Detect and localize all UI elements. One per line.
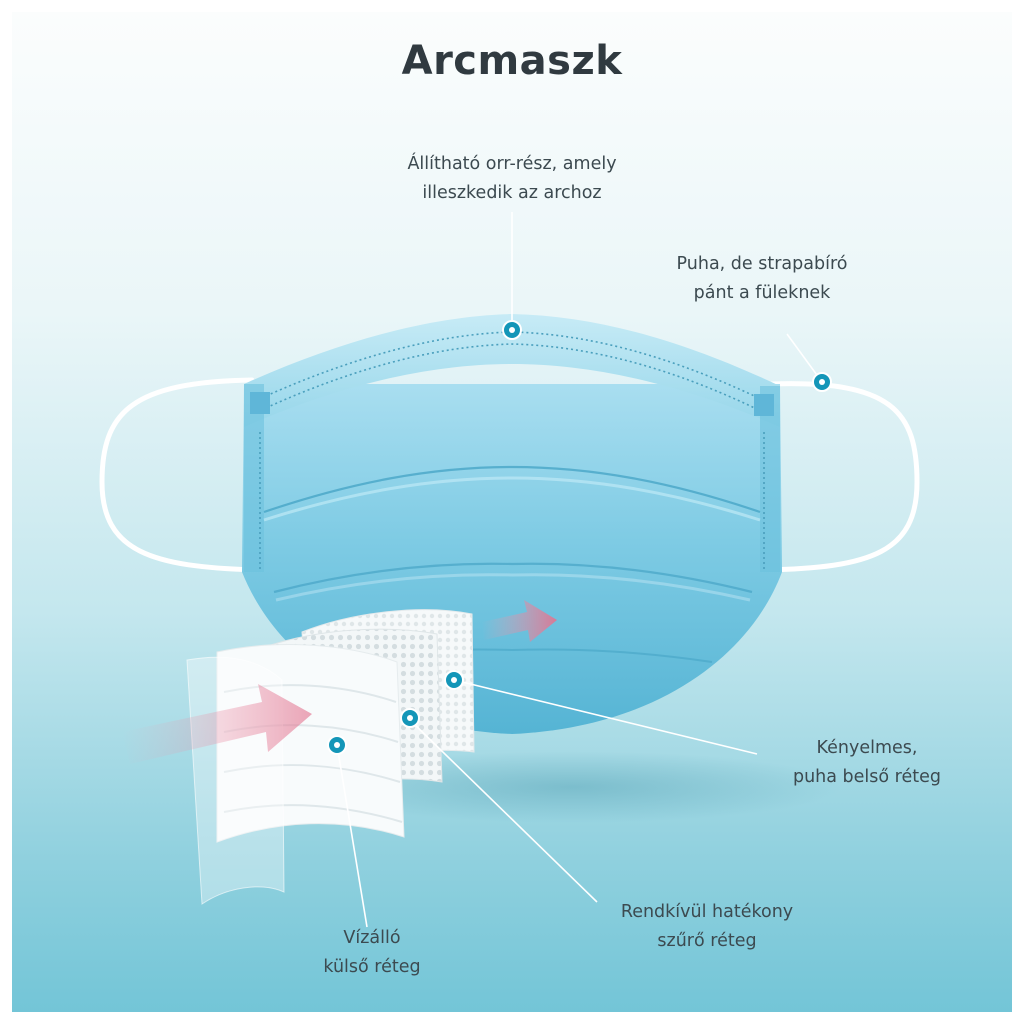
label-inner-line2: puha belső réteg (792, 767, 941, 787)
pleat-2 (273, 562, 753, 594)
page-title: Arcmaszk (401, 38, 623, 84)
label-outer: Vízálló külső réteg (297, 924, 447, 982)
label-nose: Állítható orr-rész, amely illeszkedik az… (362, 150, 662, 208)
tab-left (250, 392, 270, 414)
label-nose-line2: illeszkedik az archoz (422, 183, 602, 203)
label-inner-line1: Kényelmes, (816, 738, 918, 758)
label-outer-line1: Vízálló (343, 928, 401, 948)
tab-right (754, 394, 774, 416)
stitch-top-2 (256, 343, 768, 415)
mask-illustration (99, 212, 920, 928)
mask-top-fold (244, 314, 780, 427)
callout-dot-outer[interactable] (327, 735, 347, 755)
label-filter-line1: Rendkívül hatékony (620, 902, 794, 922)
label-filter: Rendkívül hatékony szűrő réteg (597, 898, 817, 956)
label-filter-line2: szűrő réteg (657, 931, 757, 951)
airflow-arrow-in (122, 684, 312, 764)
ear-strap-left (99, 377, 260, 573)
callout-line-outer (336, 744, 368, 928)
ear-strap-right (761, 381, 920, 573)
pleat-1 (263, 465, 761, 514)
label-ear-line1: Puha, de strapabíró (676, 254, 848, 274)
mask-edge-right (760, 386, 780, 572)
infographic-frame: Arcmaszk (12, 12, 1012, 1012)
label-ear: Puha, de strapabíró pánt a füleknek (642, 250, 882, 308)
callout-dot-inner[interactable] (444, 670, 464, 690)
label-nose-line1: Állítható orr-rész, amely (407, 154, 617, 174)
label-inner: Kényelmes, puha belső réteg (752, 734, 982, 792)
pleat-2-highlight (275, 573, 751, 602)
callout-dot-filter[interactable] (400, 708, 420, 728)
callout-dot-nose[interactable] (502, 320, 522, 340)
airflow-arrow-out (482, 600, 557, 642)
pleat-1-highlight (263, 476, 761, 522)
label-ear-line2: pánt a füleknek (693, 283, 831, 303)
callout-line-filter (409, 719, 598, 903)
mask-edge-left (244, 384, 264, 572)
callout-line-inner (453, 679, 758, 755)
label-outer-line2: külső réteg (323, 957, 421, 977)
callout-dot-ear[interactable] (812, 372, 832, 392)
